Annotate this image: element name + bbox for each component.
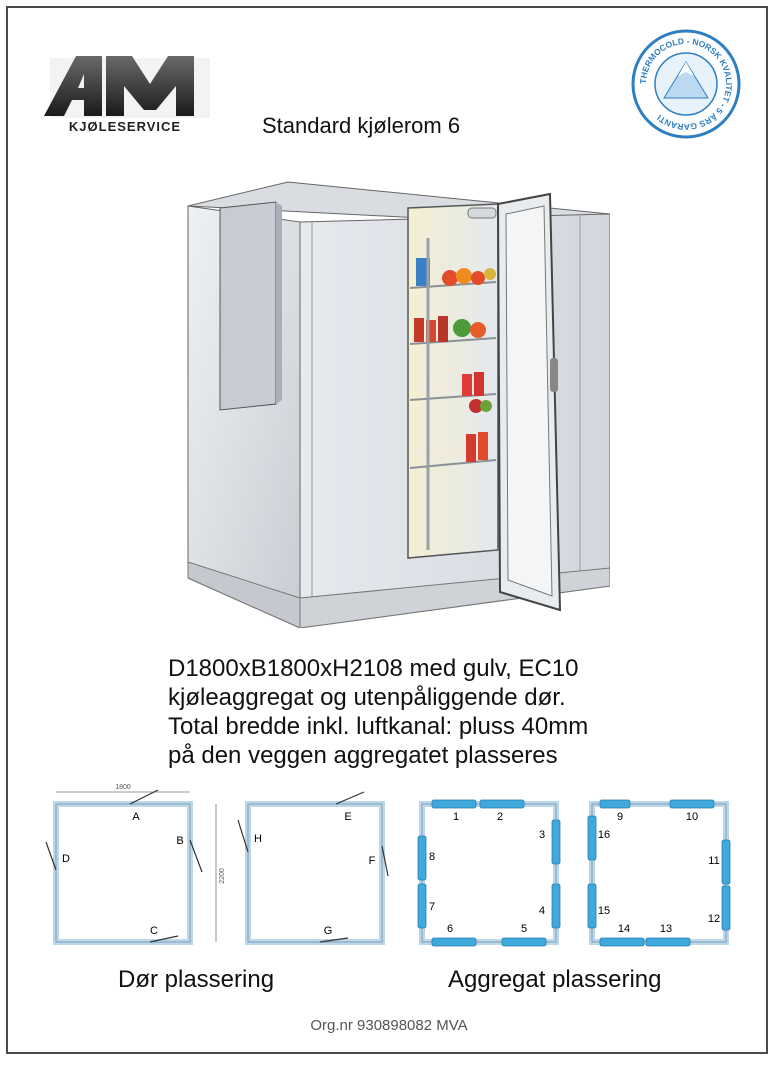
aggregate-label-5: 5 bbox=[521, 923, 527, 935]
aggregate-label-3: 3 bbox=[539, 829, 545, 841]
page-title: Standard kjølerom 6 bbox=[262, 113, 461, 138]
door-placement-caption: Dør plassering bbox=[118, 966, 275, 993]
aggregate-label-7: 7 bbox=[429, 901, 435, 913]
aggregate-label-8: 8 bbox=[429, 851, 435, 863]
aggregate-label-9: 9 bbox=[617, 811, 623, 823]
door-label-c: C bbox=[150, 925, 158, 937]
aggregate-plan-2: 9 10 11 12 13 14 15 16 bbox=[587, 799, 731, 947]
aggregate-label-1: 1 bbox=[453, 811, 459, 823]
logo-company-name: KJØLESERVICE bbox=[68, 119, 182, 134]
door-label-b: B bbox=[176, 835, 183, 847]
aggregate-label-14: 14 bbox=[618, 923, 630, 935]
aggregate-label-6: 6 bbox=[447, 923, 453, 935]
door-label-d: D bbox=[62, 853, 70, 865]
aggregate-label-15: 15 bbox=[598, 905, 610, 917]
aggregate-placement-caption: Aggregat plassering bbox=[448, 966, 662, 993]
door-label-a: A bbox=[132, 811, 140, 823]
quality-seal: THERMOCOLD - NORSK KVALITET - 5 ÅRS GARA… bbox=[631, 29, 741, 139]
door-label-f: F bbox=[369, 855, 376, 867]
door-label-g: G bbox=[324, 925, 333, 937]
company-logo bbox=[44, 56, 210, 118]
description-line: på den veggen aggregatet plasseres bbox=[168, 742, 558, 769]
description-line: Total bredde inkl. luftkanal: pluss 40mm bbox=[168, 713, 589, 740]
aggregate-label-12: 12 bbox=[708, 913, 720, 925]
door-label-e: E bbox=[344, 811, 351, 823]
description: D1800xB1800xH2108 med gulv, EC10 kjøleag… bbox=[168, 654, 588, 770]
height-dimension: 2200 bbox=[219, 868, 226, 884]
aggregate-label-4: 4 bbox=[539, 905, 545, 917]
description-line: D1800xB1800xH2108 med gulv, EC10 bbox=[168, 655, 579, 682]
aggregate-plan-1: 1 2 3 4 5 6 7 8 bbox=[417, 799, 561, 947]
aggregate-label-11: 11 bbox=[708, 855, 719, 867]
door-plan-2: E F G H bbox=[237, 791, 389, 945]
footer-org-number: Org.nr 930898082 MVA bbox=[310, 1017, 468, 1034]
aggregate-label-2: 2 bbox=[497, 811, 503, 823]
door-label-h: H bbox=[254, 833, 262, 845]
aggregate-label-10: 10 bbox=[686, 811, 698, 823]
aggregate-label-13: 13 bbox=[660, 923, 672, 935]
cold-room-illustration bbox=[187, 181, 610, 628]
aggregate-label-16: 16 bbox=[598, 829, 610, 841]
width-dimension: 1800 bbox=[115, 784, 131, 791]
description-line: kjøleaggregat og utenpåliggende dør. bbox=[168, 684, 566, 711]
door-plan-1: 1800 A B C D 2200 bbox=[45, 784, 226, 945]
